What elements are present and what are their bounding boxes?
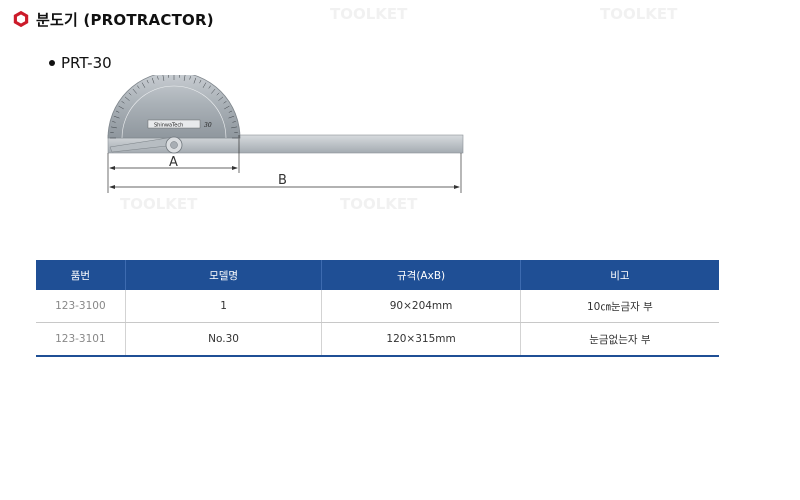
table-header-row: 품번 모델명 규격(AxB) 비고	[36, 260, 719, 290]
spec-table: 품번 모델명 규격(AxB) 비고 123-3100 1 90×204mm 10…	[36, 260, 719, 357]
degree-tick	[202, 82, 207, 88]
note-cell: 10㎝눈금자 부	[519, 290, 719, 323]
degree-tick	[224, 105, 230, 110]
watermark-text: TOOLKET	[330, 5, 408, 23]
degree-tick	[118, 105, 124, 110]
brand-text: ShinwaTech	[154, 123, 183, 129]
degree-tick	[162, 74, 165, 81]
degree-tick	[141, 82, 146, 88]
degree-tick	[232, 121, 236, 123]
column-header: 모델명	[124, 260, 322, 290]
degree-tick	[216, 92, 220, 96]
model-line: PRT-30	[49, 54, 112, 72]
column-header: 비고	[519, 260, 719, 290]
degree-tick	[124, 96, 130, 101]
degree-ticks	[110, 74, 238, 139]
spec-cell: 90×204mm	[321, 290, 521, 323]
bullet-icon	[49, 60, 55, 66]
protractor-head	[107, 71, 241, 139]
degree-tick	[231, 126, 238, 129]
degree-tick	[228, 110, 233, 113]
degree-tick	[189, 76, 191, 80]
degree-tick	[151, 77, 155, 84]
degree-tick	[211, 88, 216, 94]
degree-tick	[223, 101, 227, 104]
degree-tick	[228, 115, 235, 119]
degree-tick	[128, 92, 132, 96]
page-header: 분도기 (PROTRACTOR)	[12, 8, 214, 30]
watermark-text: TOOLKET	[340, 195, 418, 213]
model-name: PRT-30	[61, 54, 112, 72]
degree-tick	[146, 79, 149, 84]
degree-tick	[137, 85, 140, 89]
part-number-cell: 123-3100	[36, 290, 126, 323]
column-header: 규격(AxB)	[321, 260, 521, 290]
watermark-text: TOOLKET	[600, 5, 678, 23]
degree-tick	[157, 76, 159, 80]
degree-tick	[132, 88, 137, 94]
part-number-cell: 123-3101	[36, 322, 126, 357]
table-row: 123-3100 1 90×204mm 10㎝눈금자 부	[36, 290, 719, 323]
label-a: A	[169, 155, 178, 170]
degree-tick	[121, 101, 125, 104]
protractor-illustration: ShinwaTech 30 A B	[107, 71, 464, 193]
ruler-arm	[107, 134, 464, 154]
model-cell: 1	[124, 290, 322, 323]
degree-tick	[218, 96, 224, 101]
hexagon-logo-icon	[13, 10, 29, 28]
degree-tick	[183, 74, 186, 81]
degree-tick	[193, 77, 197, 84]
note-cell: 눈금없는자 부	[519, 322, 719, 357]
degree-tick	[110, 126, 117, 129]
degree-tick	[113, 115, 120, 119]
scale-number: 30	[204, 122, 212, 129]
page-title: 분도기 (PROTRACTOR)	[36, 10, 214, 29]
degree-tick	[199, 79, 202, 84]
degree-tick	[115, 110, 120, 113]
degree-tick	[112, 121, 116, 123]
spec-cell: 120×315mm	[321, 322, 521, 357]
table-row: 123-3101 No.30 120×315mm 눈금없는자 부	[36, 322, 719, 357]
degree-tick	[208, 85, 211, 89]
brand-plate	[147, 119, 201, 129]
protractor-figure: ShinwaTech 30 A B	[100, 71, 480, 205]
model-cell: No.30	[124, 322, 322, 357]
label-b: B	[278, 173, 287, 188]
column-header: 품번	[70, 269, 91, 282]
watermark-text: TOOLKET	[120, 195, 198, 213]
